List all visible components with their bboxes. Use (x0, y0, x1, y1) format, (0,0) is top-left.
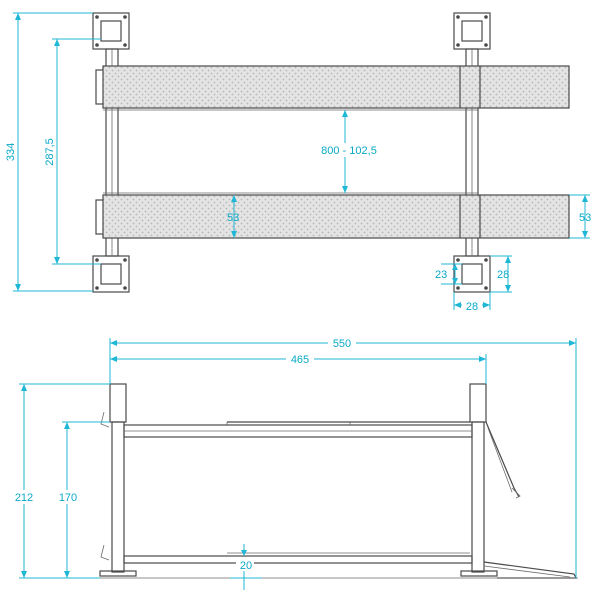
dim-post-spacing: 287,5 (44, 38, 101, 265)
dim-label-53-inner: 53 (227, 212, 239, 224)
side-ramp-lower (483, 561, 577, 579)
dim-lift-height: 170 (57, 421, 110, 578)
dim-post-spacing-side: 465 (110, 352, 487, 384)
dim-overall-height: 212 (14, 383, 110, 579)
dim-label-23: 23 (435, 269, 447, 281)
dim-plate-width: 28 (453, 292, 491, 313)
runway-platform-bottom (95, 192, 570, 239)
dim-plate-height: 28 (490, 255, 512, 293)
dim-label-170: 170 (59, 492, 77, 504)
top-view: 334 287,5 800 - 102,5 53 (5, 12, 591, 313)
side-platform-lower (123, 552, 473, 564)
base-plate-bottom-left (92, 255, 130, 293)
dim-label-28-vertical: 28 (497, 269, 509, 281)
side-platform-upper (123, 421, 473, 438)
side-ramp-upper (485, 421, 521, 499)
dim-overall-length: 550 (109, 335, 577, 578)
runway-platform-top (95, 65, 570, 111)
side-view: 550 465 212 170 (14, 335, 578, 590)
side-post-left (99, 383, 137, 577)
dim-platform-width-inner: 53 (227, 195, 239, 238)
base-plate-bottom-right (453, 255, 491, 293)
dim-label-212: 212 (15, 492, 33, 504)
dim-label-334: 334 (5, 143, 17, 161)
dim-overall-depth: 334 (5, 12, 93, 292)
side-post-right (460, 383, 498, 577)
dim-platform-gap: 800 - 102,5 (314, 110, 384, 193)
dim-platform-width-right: 53 (569, 194, 591, 239)
dim-label-platform-gap: 800 - 102,5 (321, 145, 377, 157)
dim-label-287-5: 287,5 (44, 138, 56, 166)
dim-min-height: 20 (230, 544, 262, 590)
dim-label-20: 20 (240, 560, 252, 572)
dim-label-28-horizontal: 28 (466, 301, 478, 313)
side-wheel-stop-left (100, 411, 110, 561)
dim-post-size: 23 (435, 263, 462, 285)
base-plate-top-left (92, 12, 130, 50)
dim-label-53-right: 53 (579, 212, 591, 224)
dim-label-550: 550 (333, 338, 351, 350)
dim-label-465: 465 (291, 354, 309, 366)
base-plate-top-right (453, 12, 491, 50)
